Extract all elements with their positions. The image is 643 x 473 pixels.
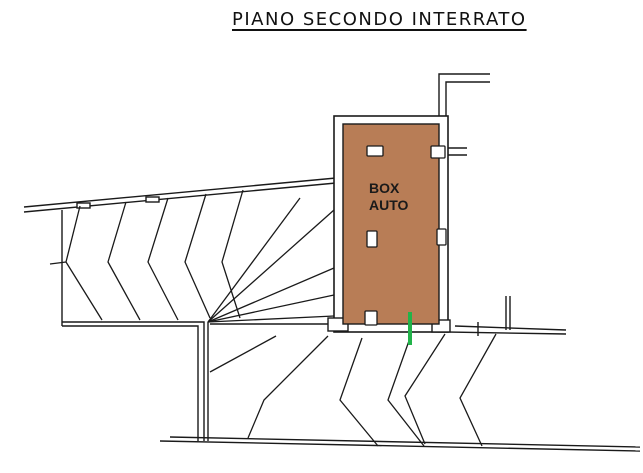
ramp-outline: [61, 210, 330, 441]
pillar-right-upper: [430, 145, 446, 159]
upper-ramp-edge: [23, 177, 337, 213]
fan-lines: [207, 197, 335, 323]
box-label-line2: AUTO: [369, 197, 409, 213]
pillar-bottom: [364, 310, 378, 326]
lower-ground-edge: [159, 436, 641, 452]
plan-title: PIANO SECONDO INTERRATO: [232, 9, 527, 30]
pillar-right-lower: [436, 228, 447, 246]
ramp-zigzag-lines: [49, 189, 244, 321]
pillar-top: [366, 145, 384, 157]
box-auto-room: [342, 123, 440, 325]
lower-ramp-lines: [209, 333, 497, 447]
box-label-line1: BOX: [369, 180, 400, 196]
box-pillars: [364, 145, 447, 326]
pillar-middle: [366, 230, 378, 248]
shaft-walls: [438, 73, 490, 156]
